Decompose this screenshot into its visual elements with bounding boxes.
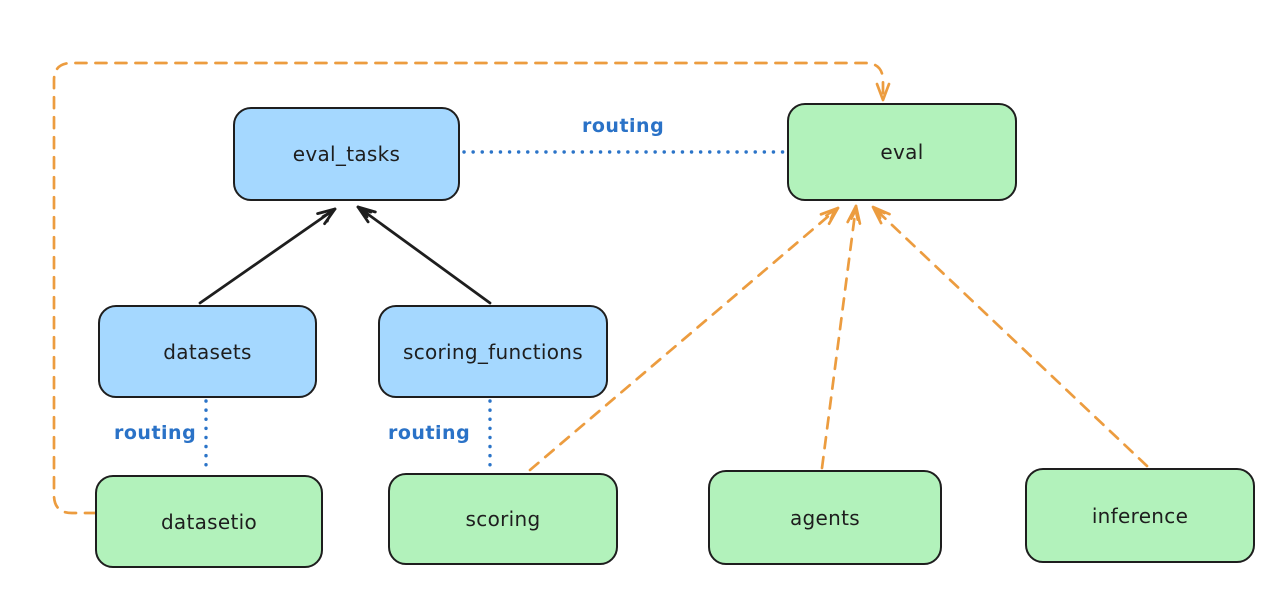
- node-eval-label: eval: [880, 140, 924, 164]
- edge-datasetio-to-eval: [52, 61, 891, 515]
- node-agents: agents: [708, 470, 942, 565]
- node-datasets-label: datasets: [163, 339, 252, 364]
- node-scoring-functions-label: scoring_functions: [402, 339, 584, 364]
- routing-label-eval-tasks-eval: routing: [580, 115, 667, 137]
- node-scoring: scoring: [388, 473, 618, 565]
- node-inference: inference: [1025, 468, 1255, 563]
- routing-label-scoring-functions-scoring: routing: [386, 422, 473, 444]
- node-datasets: datasets: [98, 305, 317, 398]
- node-scoring-label: scoring: [465, 507, 541, 531]
- node-eval-tasks-label: eval_tasks: [292, 142, 401, 166]
- edge-agents-to-eval: [820, 204, 862, 470]
- edge-datasets-to-eval-tasks: [198, 207, 337, 305]
- edge-scoring-to-eval: [528, 206, 840, 472]
- node-inference-label: inference: [1091, 503, 1189, 528]
- edge-inference-to-eval: [871, 205, 1149, 468]
- node-eval: eval: [787, 103, 1017, 201]
- node-datasetio: datasetio: [95, 475, 323, 568]
- routing-label-datasets-datasetio: routing: [112, 422, 199, 444]
- edge-scoring-functions-to-eval-tasks: [356, 205, 492, 305]
- node-datasetio-label: datasetio: [160, 509, 258, 534]
- node-eval-tasks: eval_tasks: [233, 107, 460, 201]
- node-scoring-functions: scoring_functions: [378, 305, 608, 398]
- node-agents-label: agents: [790, 505, 860, 530]
